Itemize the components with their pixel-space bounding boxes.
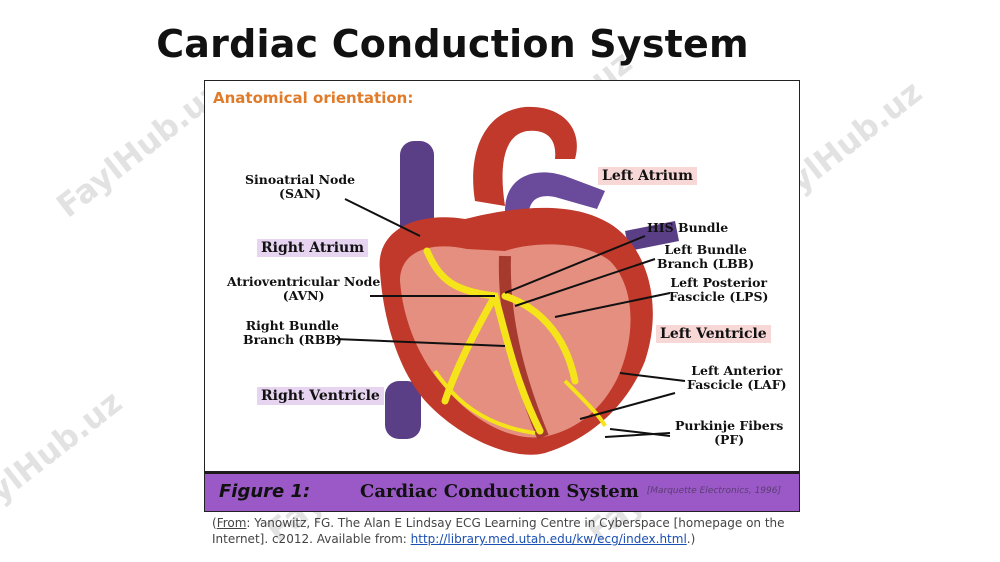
- citation-link[interactable]: http://library.med.utah.edu/kw/ecg/index…: [410, 532, 687, 547]
- figure-caption-title: Cardiac Conduction System: [360, 481, 639, 502]
- citation-from: From: [216, 516, 247, 530]
- vena-cava-inferior: [385, 381, 421, 439]
- citation-open: (: [212, 516, 217, 530]
- label-san: Sinoatrial Node (SAN): [245, 172, 356, 202]
- watermark: FaylHub.uz: [0, 382, 130, 536]
- citation-body: : Yanowitz, FG. The Alan E Lindsay ECG L…: [212, 516, 785, 547]
- watermark: FaylHub.uz: [49, 72, 230, 226]
- aorta: [473, 106, 577, 206]
- pulmonary-artery: [505, 172, 605, 221]
- figure-number: Figure 1:: [219, 481, 311, 502]
- slide-title: Cardiac Conduction System: [156, 22, 749, 66]
- citation: (From: Yanowitz, FG. The Alan E Lindsay …: [212, 515, 802, 547]
- figure-credit: [Marquette Electronics, 1996]: [646, 486, 781, 496]
- region-left-ventricle: Left Ventricle: [656, 325, 771, 343]
- label-rbb: Right Bundle Branch (RBB): [243, 318, 342, 348]
- pulmonary-vein: [625, 221, 679, 251]
- purkinje-fibers: [433, 369, 607, 435]
- label-laf: Left Anterior Fascicle (LAF): [687, 363, 787, 393]
- pointer-lines: [334, 198, 686, 438]
- label-pf: Purkinje Fibers (PF): [675, 418, 784, 448]
- region-left-atrium: Left Atrium: [598, 167, 697, 185]
- heart-illustration: [334, 106, 686, 455]
- label-avn: Atrioventricular Node (AVN): [227, 274, 381, 304]
- region-right-ventricle: Right Ventricle: [257, 387, 384, 405]
- conduction-figure: Anatomical orientation: Sinoatrial Node …: [204, 80, 800, 512]
- figure-caption-band: Figure 1: Cardiac Conduction System [Mar…: [205, 471, 799, 511]
- label-lps: Left Posterior Fascicle (LPS): [669, 275, 769, 305]
- citation-close: .): [686, 532, 696, 547]
- label-his: HIS Bundle: [647, 220, 729, 235]
- label-lbb: Left Bundle Branch (LBB): [657, 242, 755, 272]
- orientation-label: Anatomical orientation:: [213, 89, 414, 107]
- region-right-atrium: Right Atrium: [257, 239, 369, 257]
